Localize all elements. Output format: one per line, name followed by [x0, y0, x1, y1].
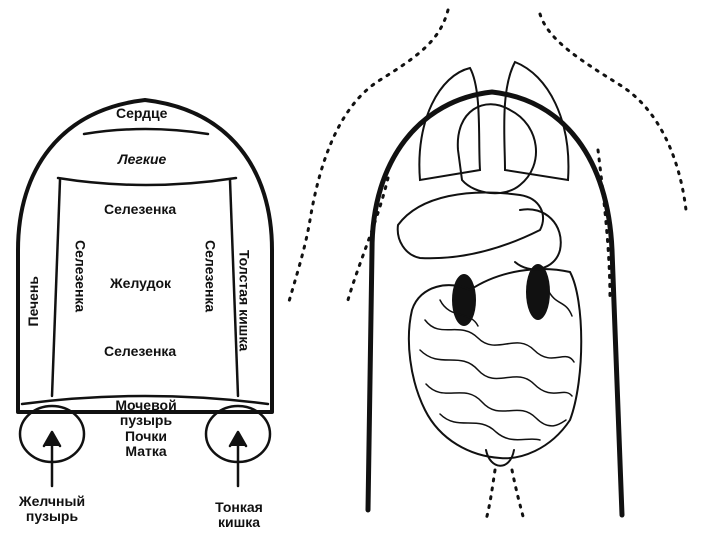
stomach-label: Желудок — [110, 276, 171, 291]
lower-center-label: Мочевой пузырь Почки Матка — [96, 398, 196, 460]
liver-shape — [398, 193, 543, 259]
small-intestine-line-2: кишка — [194, 515, 284, 530]
heart-shape — [458, 104, 536, 193]
liver-label: Печень — [26, 276, 41, 326]
left-inner-border — [52, 180, 60, 396]
left-kidney — [452, 274, 476, 326]
torso-dotted-outline-right — [540, 14, 686, 210]
lower-line-1: Мочевой — [96, 398, 196, 413]
left-lung — [419, 68, 480, 180]
heart-zone-border — [84, 129, 208, 134]
torso-dotted-outline-left — [288, 10, 448, 305]
colon-label: Толстая кишка — [236, 250, 251, 351]
lungs-zone-border — [58, 178, 236, 185]
spleen-left-label: Селезенка — [72, 240, 87, 312]
spleen-bottom-label: Селезенка — [104, 344, 176, 359]
spleen-right-label: Селезенка — [202, 240, 217, 312]
spleen-top-label: Селезенка — [104, 202, 176, 217]
lungs-label: Легкие — [118, 152, 166, 167]
small-intestine-line-1: Тонкая — [194, 500, 284, 515]
small-intestine-label: Тонкая кишка — [194, 500, 284, 531]
lower-line-4: Матка — [96, 444, 196, 459]
heart-label: Сердце — [116, 106, 167, 121]
gallbladder-line-1: Желчный — [4, 494, 100, 509]
lower-line-3: Почки — [96, 429, 196, 444]
rib-cage-arc — [368, 92, 622, 515]
lower-line-2: пузырь — [96, 413, 196, 428]
intestines-outline — [409, 269, 581, 458]
gallbladder-line-2: пузырь — [4, 509, 100, 524]
gallbladder-label: Желчный пузырь — [4, 494, 100, 525]
right-kidney — [526, 264, 550, 320]
torso-illustration — [288, 10, 686, 520]
